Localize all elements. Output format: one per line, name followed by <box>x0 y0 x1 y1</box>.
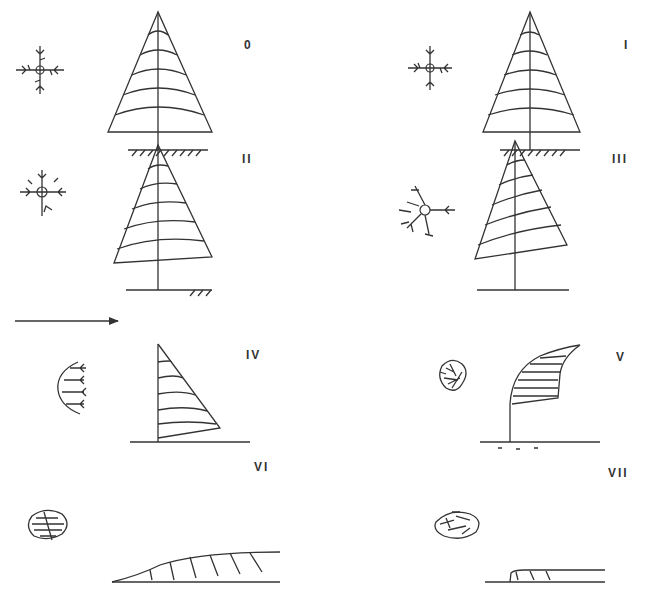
class-numeral: III <box>612 152 628 166</box>
class-numeral: 0 <box>244 38 253 52</box>
tree-class-3 <box>475 141 569 290</box>
tree-class-0 <box>108 12 212 156</box>
class-numeral: I <box>624 38 629 52</box>
top-view-class-4 <box>58 362 86 414</box>
wind-arrow <box>15 320 118 321</box>
top-view-class-6 <box>28 510 67 540</box>
class-numeral: V <box>616 350 626 364</box>
top-view-class-5 <box>440 360 466 390</box>
class-numeral: IV <box>246 348 261 362</box>
tree-class-6 <box>112 552 280 582</box>
class-numeral: VI <box>254 460 269 474</box>
tree-class-1 <box>483 12 580 156</box>
top-view-class-0 <box>16 46 64 94</box>
tree-class-5 <box>480 345 600 449</box>
tree-class-7 <box>485 570 605 582</box>
class-numeral: VII <box>608 466 629 480</box>
top-view-class-7 <box>435 512 479 538</box>
top-view-class-2 <box>20 170 66 216</box>
top-view-class-3 <box>399 186 455 236</box>
tree-class-4 <box>130 344 250 442</box>
top-view-class-1 <box>408 46 452 90</box>
class-numeral: II <box>242 152 253 166</box>
tree-class-2 <box>114 145 212 296</box>
